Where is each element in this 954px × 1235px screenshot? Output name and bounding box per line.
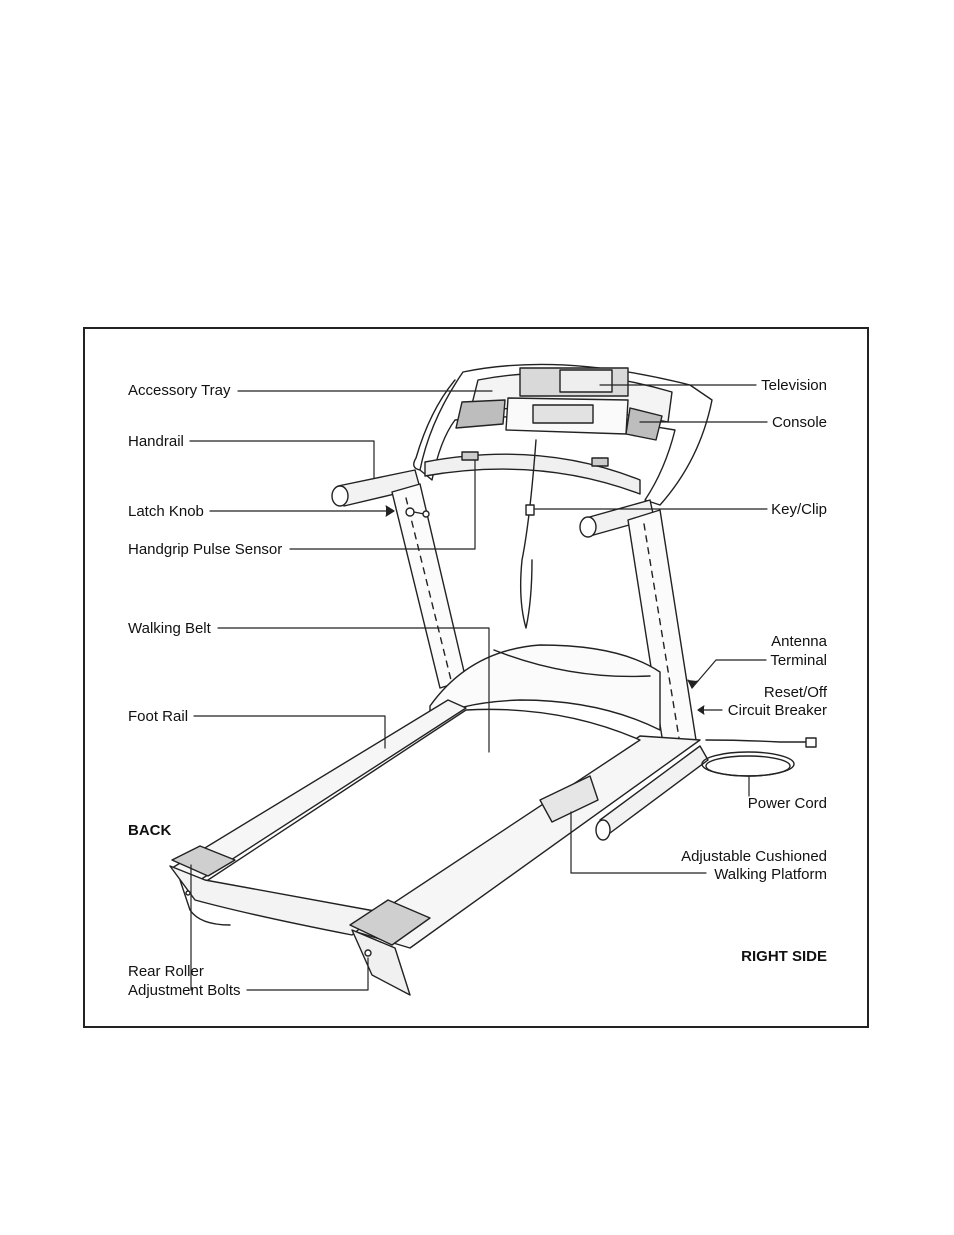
label-handrail: Handrail bbox=[128, 433, 184, 451]
label-latch-knob: Latch Knob bbox=[128, 503, 204, 521]
treadmill-deck bbox=[170, 645, 708, 995]
label-accessory-tray: Accessory Tray bbox=[128, 382, 231, 400]
label-foot-rail: Foot Rail bbox=[128, 708, 188, 726]
label-rear-roller-line2: Adjustment Bolts bbox=[128, 982, 241, 1000]
power-cord-graphic bbox=[702, 738, 816, 776]
key-clip bbox=[526, 505, 534, 515]
label-power-cord: Power Cord bbox=[748, 795, 827, 813]
label-antenna-line1: Antenna bbox=[771, 633, 827, 651]
label-reset-line1: Reset/Off bbox=[764, 684, 827, 702]
label-antenna-line2: Terminal bbox=[770, 652, 827, 670]
label-rear-roller-line1: Rear Roller bbox=[128, 963, 204, 981]
label-platform-line1: Adjustable Cushioned bbox=[681, 848, 827, 866]
label-console: Console bbox=[772, 414, 827, 432]
label-walking-belt: Walking Belt bbox=[128, 620, 211, 638]
label-handgrip-pulse-sensor: Handgrip Pulse Sensor bbox=[128, 541, 282, 559]
label-television: Television bbox=[761, 377, 827, 395]
label-reset-line2: Circuit Breaker bbox=[728, 702, 827, 720]
label-key-clip: Key/Clip bbox=[771, 501, 827, 519]
label-back: BACK bbox=[128, 822, 171, 840]
label-right-side: RIGHT SIDE bbox=[741, 948, 827, 966]
label-platform-line2: Walking Platform bbox=[714, 866, 827, 884]
